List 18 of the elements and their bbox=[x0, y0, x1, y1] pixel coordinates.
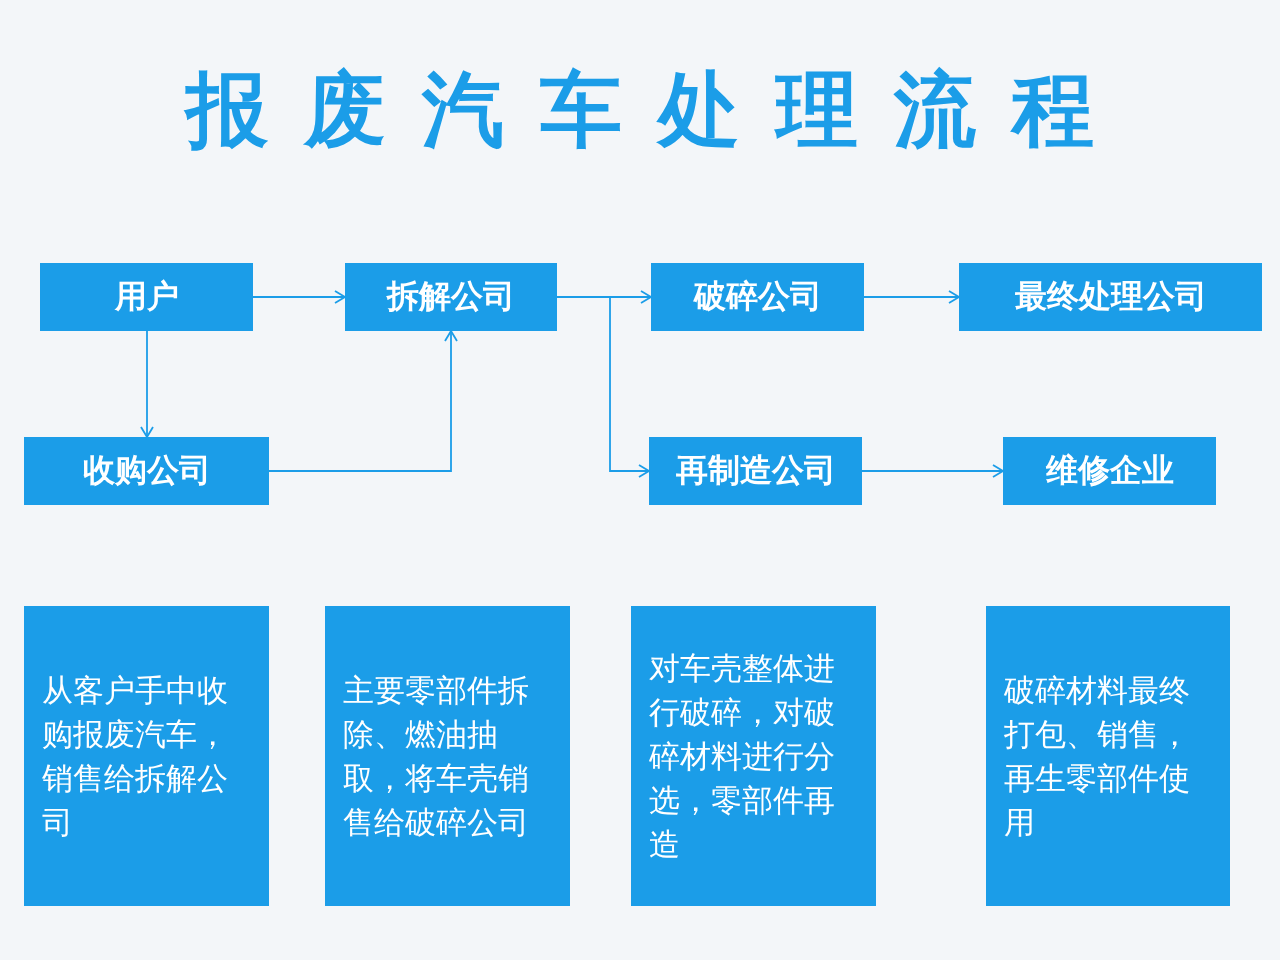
description-box: 破碎材料最终打包、销售，再生零部件使用 bbox=[986, 606, 1230, 906]
title: 报废汽车处理流程 bbox=[183, 60, 1131, 159]
process-box: 破碎公司 bbox=[651, 263, 864, 331]
process-box: 用户 bbox=[40, 263, 253, 331]
arrow bbox=[140, 330, 154, 438]
description-box: 从客户手中收购报废汽车，销售给拆解公司 bbox=[24, 606, 269, 906]
arrow bbox=[268, 330, 458, 472]
process-box: 收购公司 bbox=[24, 437, 269, 505]
arrow bbox=[252, 290, 346, 304]
description-box: 对车壳整体进行破碎，对破碎材料进行分选，零部件再造 bbox=[631, 606, 876, 906]
process-box: 最终处理公司 bbox=[959, 263, 1262, 331]
process-box: 维修企业 bbox=[1003, 437, 1216, 505]
arrow bbox=[861, 464, 1004, 478]
process-box: 再制造公司 bbox=[649, 437, 862, 505]
process-box: 拆解公司 bbox=[345, 263, 557, 331]
description-box: 主要零部件拆除、燃油抽取，将车壳销售给破碎公司 bbox=[325, 606, 570, 906]
arrow bbox=[863, 290, 960, 304]
arrow bbox=[556, 296, 650, 478]
